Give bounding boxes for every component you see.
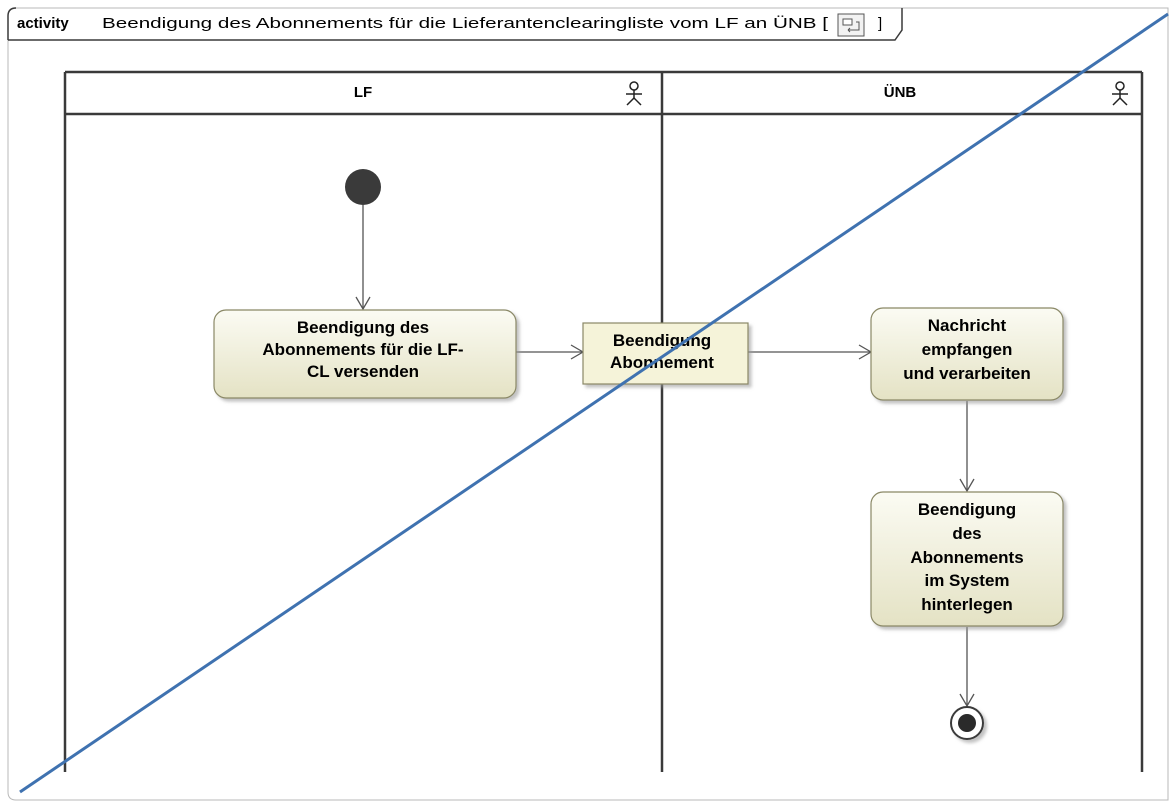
- actor-icon: [1112, 81, 1128, 106]
- action-store-line-1: Beendigung: [918, 500, 1016, 519]
- action-send-line-1: Beendigung des: [297, 318, 429, 337]
- actor-icon: [626, 81, 642, 106]
- lane-lf: LF: [354, 81, 642, 106]
- action-receive-line-2: empfangen: [922, 340, 1013, 359]
- activity-diagram-icon: [837, 13, 865, 37]
- action-send-line-2: Abonnements für die LF-: [262, 340, 463, 359]
- final-node: [950, 706, 984, 740]
- control-flows: [355, 205, 975, 708]
- frame-label-tab: [8, 8, 903, 41]
- frame-title-end: ]: [878, 15, 882, 32]
- lane-uenb: ÜNB: [884, 81, 1128, 106]
- action-send-termination: Beendigung des Abonnements für die LF- C…: [213, 309, 517, 399]
- action-store-line-2: des: [952, 524, 981, 543]
- crossout-line: [19, 12, 1169, 794]
- action-receive-line-1: Nachricht: [928, 316, 1007, 335]
- object-node-line-2: Abonnement: [610, 353, 714, 372]
- object-node-line-1: Beendigung: [613, 331, 711, 350]
- initial-node: [345, 169, 381, 205]
- swimlanes: [63, 70, 1144, 772]
- lane-label-lf: LF: [354, 84, 372, 101]
- action-store-line-5: hinterlegen: [921, 595, 1013, 614]
- action-store-termination: Beendigung des Abonnements im System hin…: [870, 491, 1064, 627]
- action-receive-message: Nachricht empfangen und verarbeiten: [870, 307, 1064, 401]
- action-store-line-4: im System: [924, 571, 1009, 590]
- action-receive-line-3: und verarbeiten: [903, 364, 1031, 383]
- action-send-line-3: CL versenden: [307, 362, 419, 381]
- frame-title: Beendigung des Abonnements für die Liefe…: [102, 14, 829, 32]
- frame-keyword: activity: [17, 15, 69, 32]
- action-store-line-3: Abonnements: [910, 548, 1023, 567]
- lane-label-uenb: ÜNB: [884, 84, 917, 101]
